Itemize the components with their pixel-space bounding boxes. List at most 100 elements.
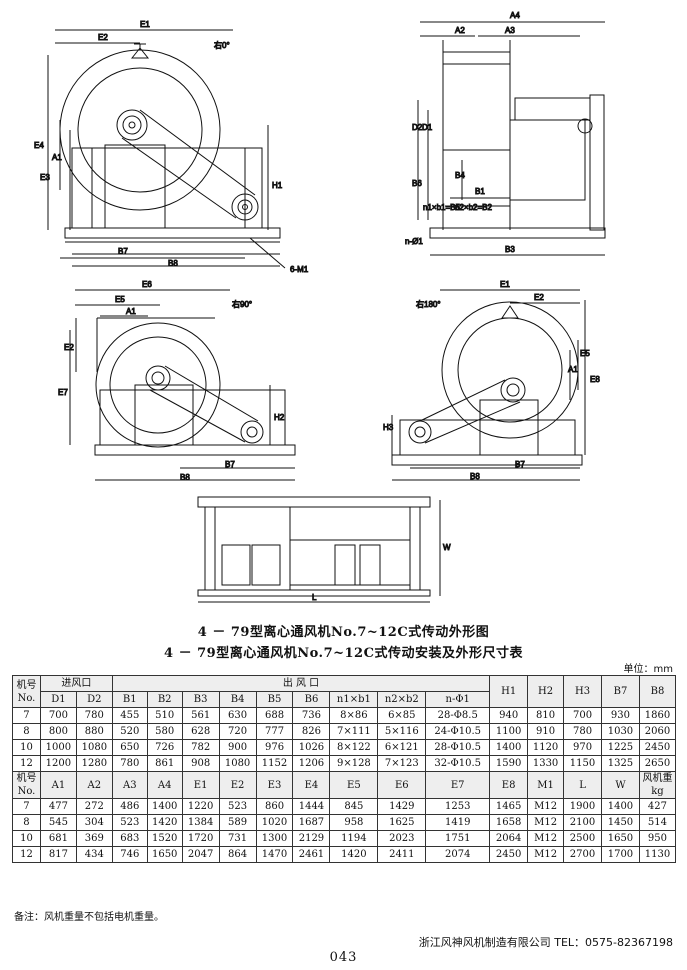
svg-text:右180°: 右180° <box>416 299 441 309</box>
table-cell: 28-Φ8.5 <box>425 707 491 724</box>
table-cell: 24-Φ10.5 <box>425 723 491 740</box>
note: 备注：风机重量不包括电机重量。 <box>14 912 164 923</box>
table-cell: M12 <box>527 830 565 847</box>
table-cell: 2500 <box>563 830 602 847</box>
table-cell: 1751 <box>425 830 491 847</box>
unit-label: 单位：mm <box>623 664 673 675</box>
svg-text:B3: B3 <box>505 245 515 254</box>
table-title: 4 － 79型离心通风机No.7~12C式传动安装及外形尺寸表 <box>164 646 523 661</box>
table-cell: 1520 <box>146 830 183 847</box>
svg-text:B8: B8 <box>470 472 480 481</box>
header-cell: B7 <box>600 675 640 708</box>
table-cell: 1650 <box>600 830 640 847</box>
svg-text:右0°: 右0° <box>214 40 230 50</box>
table-cell: 1152 <box>255 755 294 772</box>
table-cell: 10 <box>12 739 41 756</box>
table-cell: 1465 <box>489 798 529 815</box>
table-cell: 880 <box>75 723 113 740</box>
table-cell: 2074 <box>425 846 491 863</box>
table-cell: 2461 <box>292 846 331 863</box>
svg-text:E2: E2 <box>534 293 544 302</box>
svg-text:H3: H3 <box>383 423 394 432</box>
header-cell: E1 <box>181 771 220 799</box>
table-cell: 2060 <box>638 723 677 740</box>
header-cell: n2×b2 <box>377 691 427 708</box>
table-cell: 1330 <box>527 755 565 772</box>
table-cell: 910 <box>527 723 565 740</box>
header-cell: 机号 No. <box>12 675 41 708</box>
table-cell: 510 <box>146 707 183 724</box>
header-cell: E8 <box>489 771 529 799</box>
table-cell: 780 <box>75 707 113 724</box>
table-cell: 1450 <box>600 814 640 831</box>
table-cell: 731 <box>218 830 257 847</box>
table-cell: 10 <box>12 830 41 847</box>
view-right-0 <box>47 29 286 269</box>
table-cell: 720 <box>218 723 257 740</box>
header-cell: 风机重 kg <box>638 771 677 799</box>
table-cell: 1700 <box>600 846 640 863</box>
table-cell: 2064 <box>489 830 529 847</box>
svg-text:E2: E2 <box>64 343 74 352</box>
header-cell: B1 <box>111 691 148 708</box>
table-cell: 2450 <box>489 846 529 863</box>
table-cell: 1020 <box>255 814 294 831</box>
table-cell: 1000 <box>39 739 77 756</box>
table-cell: 477 <box>39 798 77 815</box>
table-cell: 700 <box>563 707 602 724</box>
header-cell: A4 <box>146 771 183 799</box>
table-cell: 1253 <box>425 798 491 815</box>
table-cell: 1384 <box>181 814 220 831</box>
table-cell: 1650 <box>146 846 183 863</box>
table-cell: 950 <box>638 830 677 847</box>
table-cell: 780 <box>111 755 148 772</box>
table-cell: 1860 <box>638 707 677 724</box>
page-number: 043 <box>329 950 358 965</box>
table-cell: 434 <box>75 846 113 863</box>
table-cell: 1130 <box>638 846 677 863</box>
svg-text:右90°: 右90° <box>232 299 252 309</box>
table-cell: 810 <box>527 707 565 724</box>
table-cell: 1300 <box>255 830 294 847</box>
svg-text:E6: E6 <box>142 280 152 289</box>
table-cell: 8 <box>12 814 41 831</box>
table-cell: 1325 <box>600 755 640 772</box>
table-cell: 455 <box>111 707 148 724</box>
header-cell: E5 <box>329 771 379 799</box>
table-cell: 7×123 <box>377 755 427 772</box>
table-cell: 900 <box>218 739 257 756</box>
table-cell: 1444 <box>292 798 331 815</box>
table-cell: 1400 <box>600 798 640 815</box>
svg-text:E3: E3 <box>40 173 50 182</box>
table-cell: 782 <box>181 739 220 756</box>
svg-text:H1: H1 <box>272 181 283 190</box>
table-cell: 1194 <box>329 830 379 847</box>
header-cell: E3 <box>255 771 294 799</box>
table-cell: 1687 <box>292 814 331 831</box>
table-cell: 369 <box>75 830 113 847</box>
table-cell: 8×122 <box>329 739 379 756</box>
header-cell: D2 <box>75 691 113 708</box>
table-cell: 1400 <box>146 798 183 815</box>
table-cell: 700 <box>39 707 77 724</box>
svg-text:B8: B8 <box>168 259 178 268</box>
table-cell: 970 <box>563 739 602 756</box>
svg-text:B1: B1 <box>475 187 485 196</box>
table-cell: 650 <box>111 739 148 756</box>
svg-text:A1: A1 <box>52 153 62 162</box>
table-cell: 12 <box>12 755 41 772</box>
header-cell: D1 <box>39 691 77 708</box>
svg-text:E7: E7 <box>58 388 68 397</box>
svg-text:A3: A3 <box>505 26 515 35</box>
table-cell: 12 <box>12 846 41 863</box>
table-cell: 845 <box>329 798 379 815</box>
header-cell: E7 <box>425 771 491 799</box>
table-cell: 940 <box>489 707 529 724</box>
company-contact: 浙江风神风机制造有限公司 TEL：0575-82367198 <box>418 936 673 949</box>
table-cell: 2129 <box>292 830 331 847</box>
